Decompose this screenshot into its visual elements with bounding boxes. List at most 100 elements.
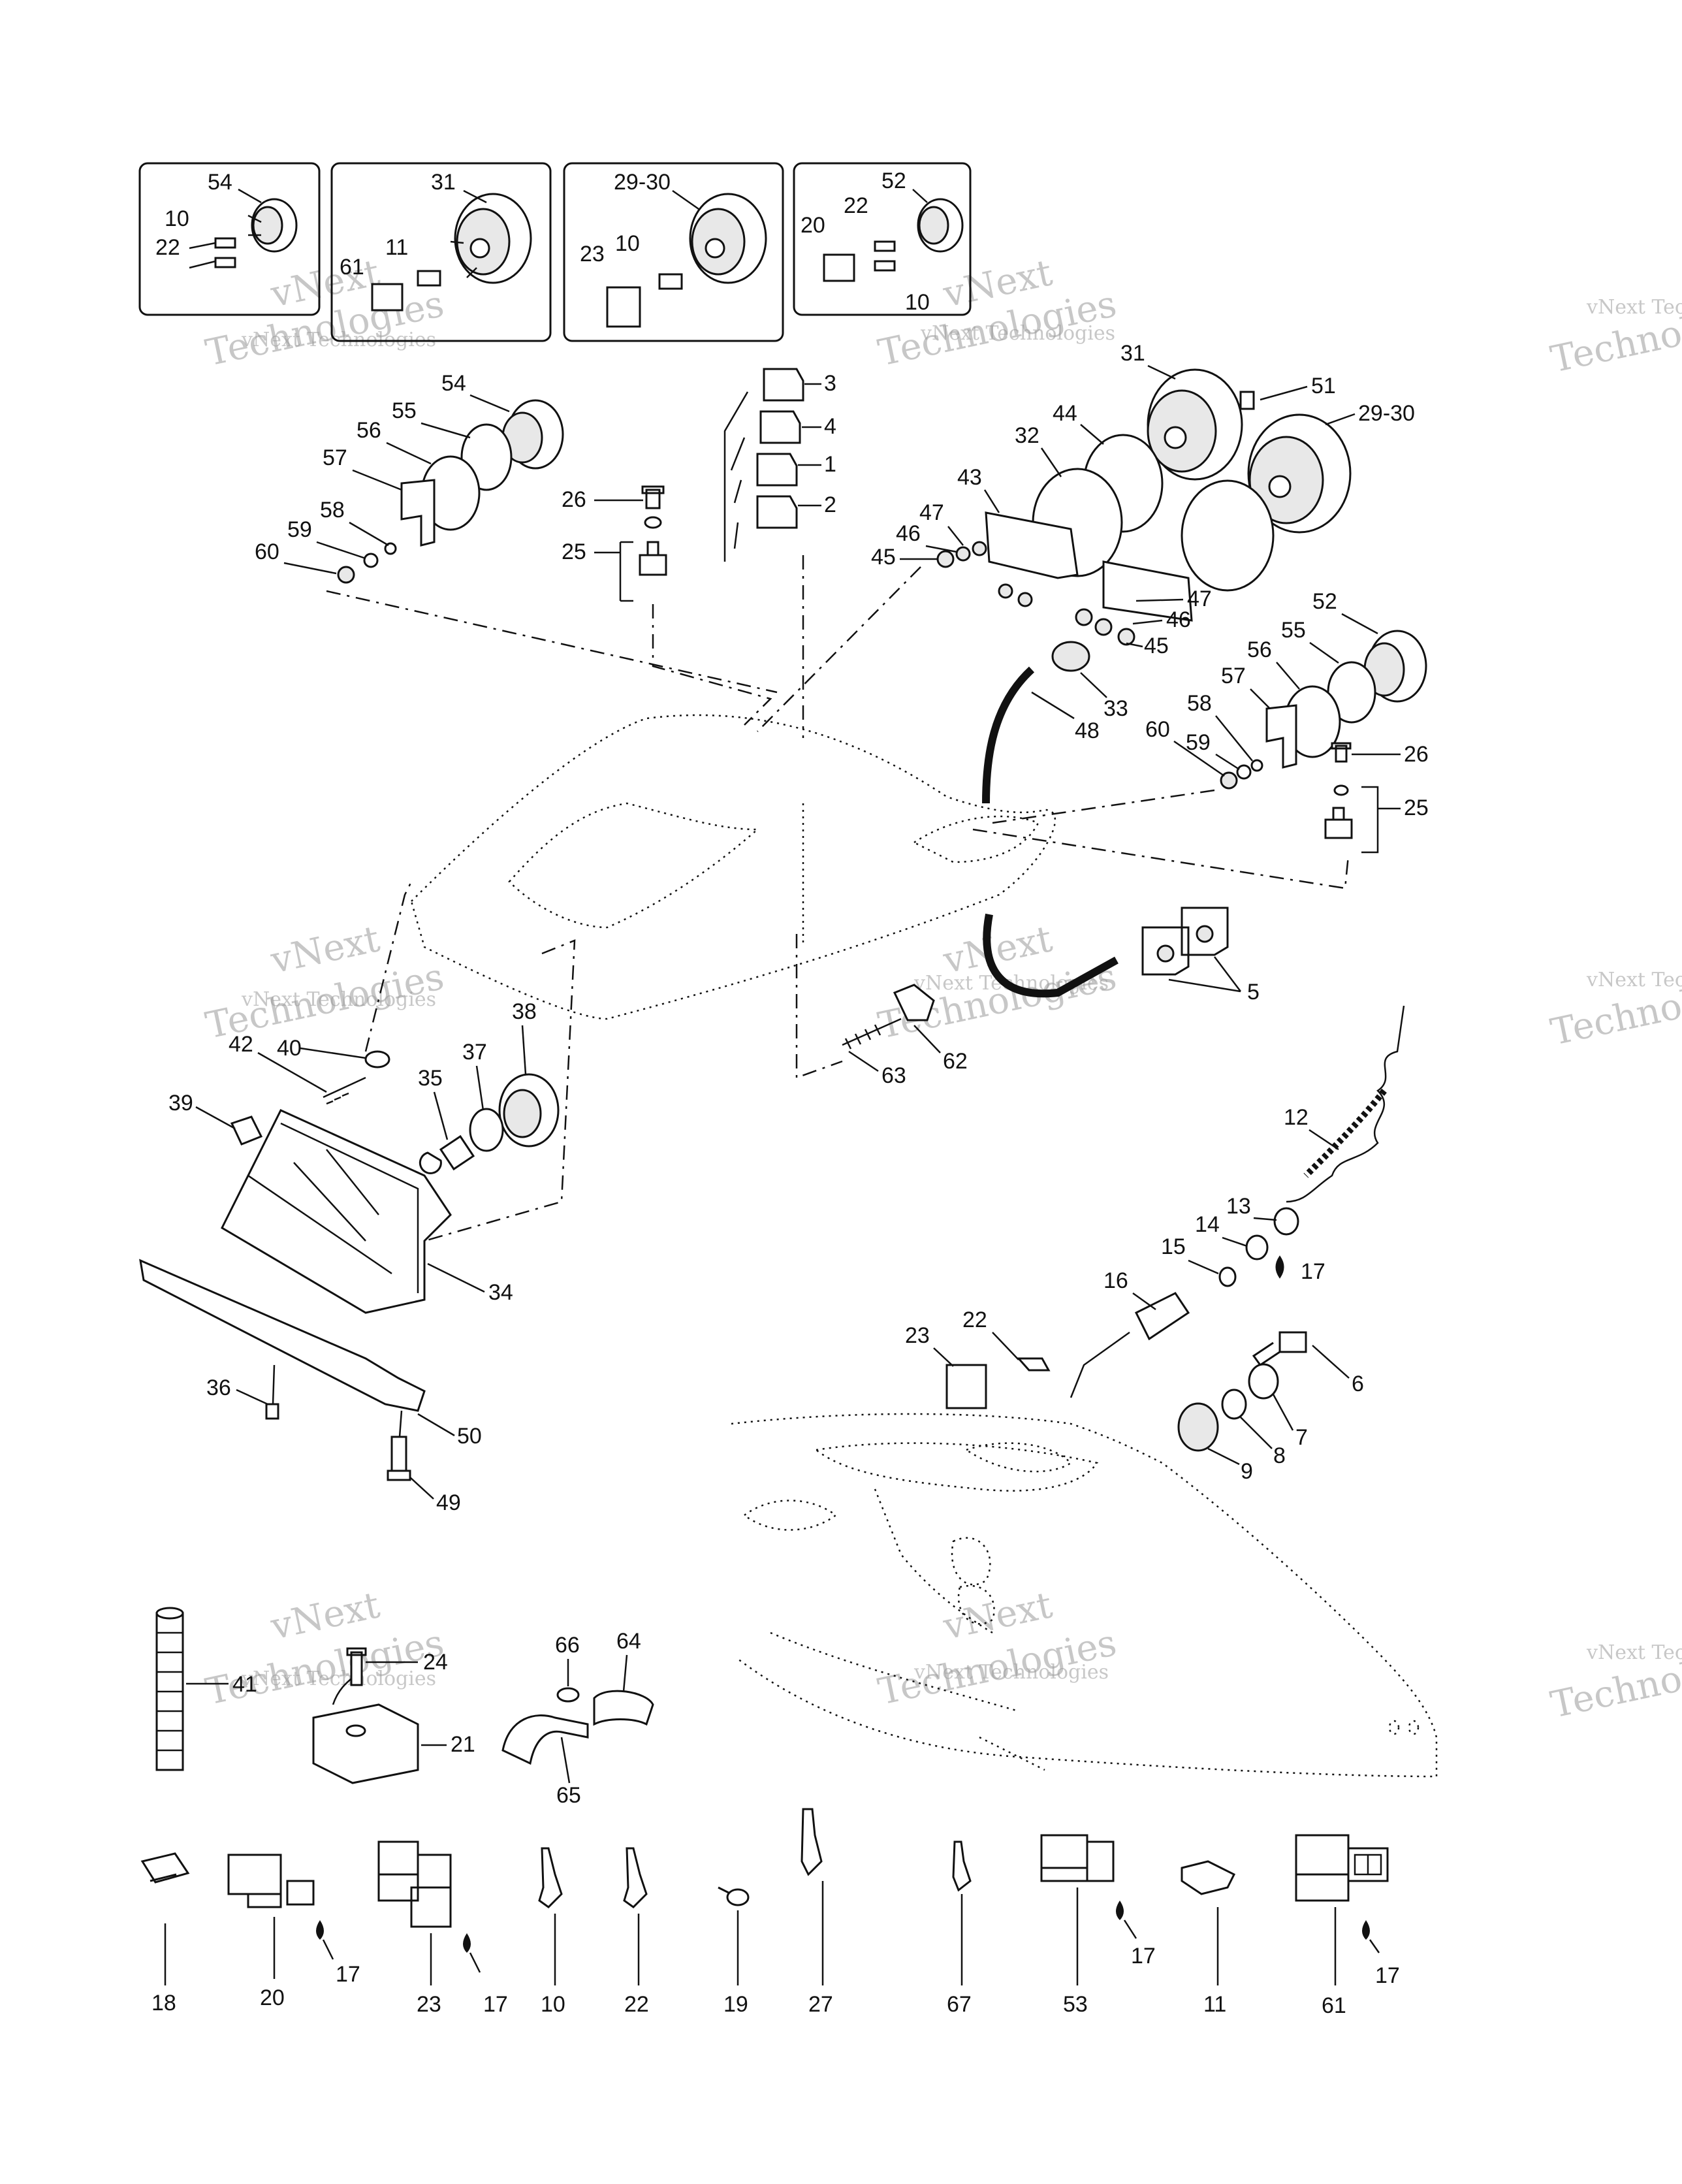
terminal-icon <box>417 270 441 287</box>
switch-icon <box>763 368 804 402</box>
callout-label: 44 <box>1053 401 1077 426</box>
callout-label: 51 <box>1311 374 1336 398</box>
callout-label: 22 <box>624 1992 649 2017</box>
callout-label: 26 <box>562 487 586 512</box>
cable-tie-icon <box>952 1840 972 1892</box>
callout-label: 63 <box>881 1063 906 1088</box>
gauge-icon <box>252 206 283 245</box>
headlight-assembly: 40 42 38 37 35 39 34 36 50 49 <box>139 999 560 1515</box>
watermark-caption: vNext Technologies <box>241 1667 436 1690</box>
washer-icon <box>384 542 397 555</box>
drop-icon <box>1275 1255 1284 1279</box>
callout-label: 23 <box>417 1992 441 2017</box>
callout-label: 54 <box>441 371 466 396</box>
nut-icon <box>1248 1363 1279 1400</box>
callout-label: 57 <box>1221 664 1246 688</box>
bulb-icon <box>1239 391 1255 410</box>
connector-icon <box>606 286 641 328</box>
callout-label: 52 <box>881 169 906 193</box>
watermark-group: vNext Technologies vNext Technologies vN… <box>202 251 1682 1727</box>
terminal-icon <box>538 1847 563 1908</box>
ring-terminal-icon <box>726 1888 750 1906</box>
washer-icon <box>972 541 987 556</box>
callout-label: 53 <box>1063 1992 1088 2017</box>
watermark-caption: vNext Technologies <box>1586 969 1682 991</box>
callout-label: 67 <box>947 1992 972 2017</box>
callout-label: 14 <box>1195 1212 1220 1237</box>
callout-label: 36 <box>206 1375 231 1400</box>
callout-label: 38 <box>512 999 537 1024</box>
terminal-icon <box>1016 1357 1051 1372</box>
cable-tie-icon <box>801 1808 823 1876</box>
drop-icon <box>1362 1920 1370 1940</box>
watermark-caption: vNext Technologies <box>913 1661 1109 1684</box>
callout-label: 9 <box>1241 1459 1253 1484</box>
callout-label: 26 <box>1404 742 1429 767</box>
callout-label: 12 <box>1284 1105 1309 1130</box>
inset-panels: 54 10 22 31 61 11 29-30 23 10 52 22 20 <box>138 162 972 342</box>
toggle-switch-icon <box>1324 807 1353 839</box>
callout-label: 23 <box>905 1323 930 1348</box>
callout-label: 57 <box>323 445 347 470</box>
callout-label: 62 <box>943 1049 968 1074</box>
washer-icon <box>363 553 379 568</box>
callout-label: 37 <box>462 1040 487 1065</box>
screw-icon <box>1331 742 1352 763</box>
nut-icon <box>1117 628 1135 646</box>
o-ring-icon <box>1181 479 1275 592</box>
callout-label: 7 <box>1295 1425 1308 1450</box>
callout-label: 10 <box>165 206 189 231</box>
callout-label: 16 <box>1103 1268 1128 1293</box>
drop-icon <box>1116 1901 1124 1920</box>
callout-label: 21 <box>451 1732 475 1757</box>
inset-box-3 <box>563 162 784 342</box>
callout-label: 60 <box>255 539 279 564</box>
washer-icon <box>1221 1389 1247 1420</box>
terminal-icon <box>214 237 236 268</box>
callout-label: 46 <box>1166 607 1191 632</box>
callout-label: 24 <box>423 1650 448 1675</box>
callout-label: 32 <box>1015 423 1039 448</box>
bracket-icon <box>1102 560 1193 622</box>
washer-icon <box>998 583 1013 599</box>
bottom-parts-row: 18 20 17 23 17 10 22 19 27 <box>140 1808 1400 2018</box>
callout-label: 6 <box>1352 1372 1364 1396</box>
callout-label: 58 <box>320 498 345 522</box>
inset-box-1 <box>138 162 321 316</box>
callout-label: 18 <box>151 1991 176 2015</box>
callout-label: 17 <box>1301 1259 1325 1284</box>
callout-label: 10 <box>615 231 640 256</box>
callout-label: 40 <box>277 1036 302 1061</box>
washer-icon <box>556 1687 580 1703</box>
callout-label: 17 <box>336 1962 360 1987</box>
callout-label: 22 <box>962 1308 987 1332</box>
callout-label: 55 <box>392 398 417 423</box>
bracket-icon <box>985 511 1079 579</box>
switch-assembly: 3 4 1 2 26 25 <box>562 368 836 602</box>
wire-harness-icon <box>982 666 1035 804</box>
ignition-switch-icon <box>1177 1402 1219 1452</box>
clamp-icon <box>1141 907 1229 976</box>
callout-label: 22 <box>155 235 180 260</box>
connector-icon <box>1040 1834 1115 1882</box>
connector-icon <box>227 1854 282 1908</box>
left-gauge-assembly: 54 55 56 57 58 59 60 <box>255 371 564 584</box>
callout-label: 13 <box>1226 1194 1251 1219</box>
screw-icon <box>346 1647 367 1686</box>
callout-label: 25 <box>1404 795 1429 820</box>
watermark-caption: vNext Technologies <box>1586 296 1682 319</box>
callout-label: 8 <box>1273 1443 1286 1468</box>
plug-icon <box>265 1403 279 1420</box>
callout-label: 23 <box>580 242 605 266</box>
washer-icon <box>644 516 662 529</box>
callout-label: 56 <box>1247 637 1272 662</box>
terminal-icon <box>623 1847 648 1908</box>
callout-label: 58 <box>1187 691 1212 716</box>
callout-label: 54 <box>208 170 232 195</box>
callout-label: 33 <box>1103 696 1128 721</box>
callout-label: 50 <box>457 1424 482 1449</box>
connector-icon <box>945 1364 987 1409</box>
callout-label: 29-30 <box>1358 401 1415 426</box>
callout-label: 5 <box>1247 980 1260 1004</box>
